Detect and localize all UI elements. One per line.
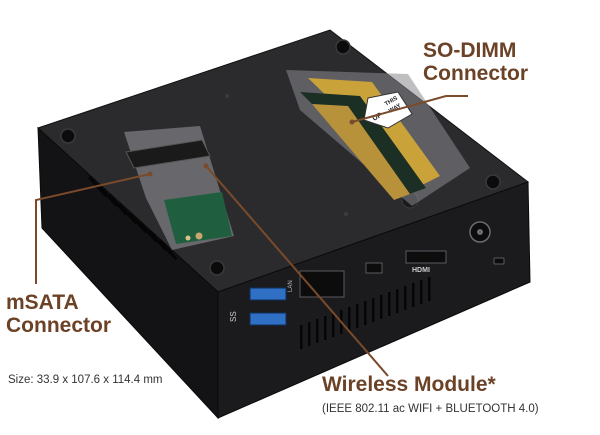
chassis-left (37, 126, 219, 420)
usb3-ports (249, 287, 287, 326)
msata-label-line2: Connector (6, 313, 111, 337)
usb-marking: SS (229, 311, 238, 322)
size-caption: Size: 33.9 x 107.6 x 114.4 mm (8, 374, 163, 386)
wireless-module-pcb (164, 192, 232, 244)
so-dimm-slots (300, 78, 440, 200)
badge-line3: UP (372, 112, 384, 123)
kensington-lock-slot (493, 257, 505, 265)
so-dimm-label-line2: Connector (423, 61, 528, 85)
msata-label: mSATA Connector (6, 291, 111, 337)
msata-leader (35, 173, 151, 284)
wireless-module-subtitle: (IEEE 802.11 ac WIFI + BLUETOOTH 4.0) (322, 403, 539, 415)
mini-displayport (365, 262, 383, 274)
wireless-leader (205, 165, 389, 377)
left-vent-slots (88, 175, 178, 261)
msata-label-line1: mSATA (6, 291, 79, 314)
wireless-antenna-pad (195, 232, 203, 240)
usb3-port-top (249, 287, 287, 301)
hdmi-port (405, 250, 447, 264)
this-way-up-badge: THIS WAY UP (363, 91, 413, 129)
wireless-module-label: Wireless Module* (322, 373, 496, 396)
screw-feet (60, 39, 501, 276)
so-dimm-leader (351, 95, 468, 123)
msata-connector (125, 139, 211, 169)
usb3-port-bottom (249, 312, 287, 326)
lan-port (299, 270, 345, 298)
lan-marking: LAN (288, 280, 294, 292)
so-dimm-label: SO-DIMM Connector (423, 39, 528, 85)
hdmi-marking: HDMI (412, 267, 430, 274)
leader-lines (35, 95, 468, 377)
so-dimm-label-line1: SO-DIMM (423, 39, 517, 62)
badge-line2: WAY (388, 103, 402, 115)
